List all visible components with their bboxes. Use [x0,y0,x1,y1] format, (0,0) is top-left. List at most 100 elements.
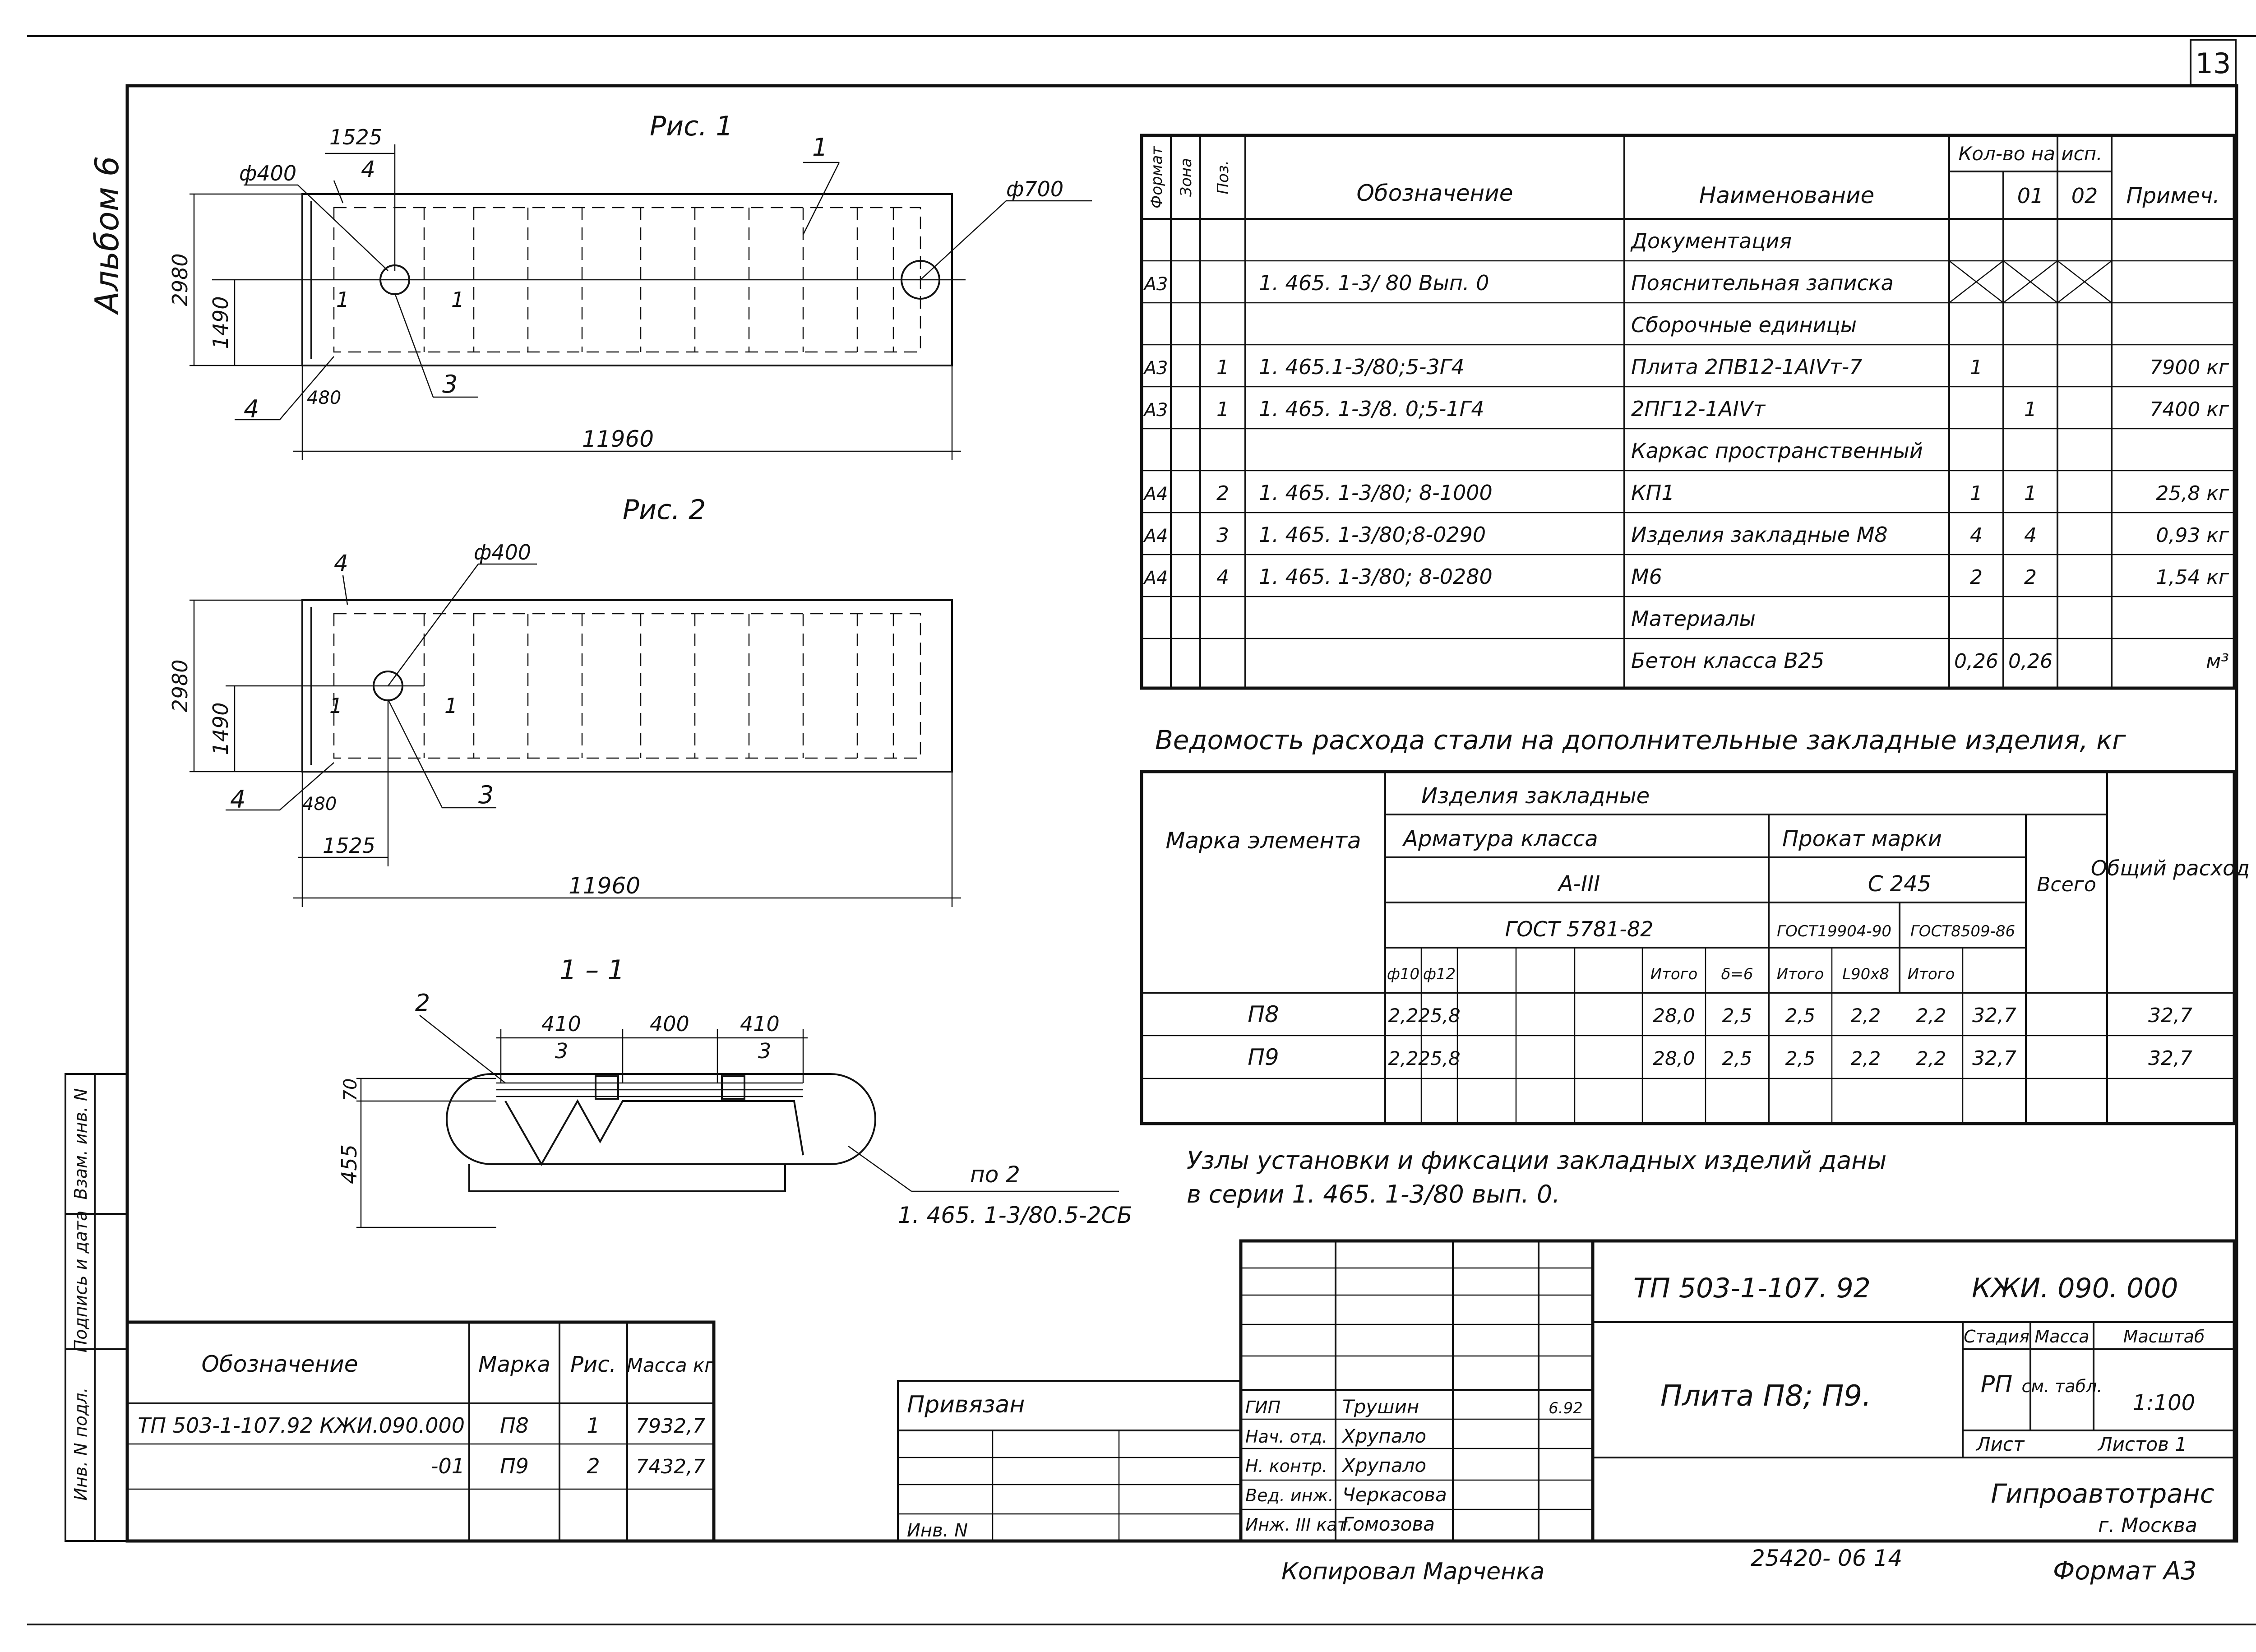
section-ref-line1: по 2 [970,1161,1020,1188]
sheet-number: 13 [2196,47,2231,80]
section-ref-line2: 1. 465. 1-3/80.5-2СБ [898,1202,1133,1228]
fig2-label-pos4-top: 4 [334,550,348,576]
fig2-title: Рис. 2 [623,494,706,526]
title-city: г. Москва [2098,1514,2197,1537]
spec-cell-designation: 1. 465. 1-3/80; 8-1000 [1259,481,1493,505]
spec-cell-qty-01: 0,26 [2008,650,2053,673]
spec-header-zone: Зона [1177,158,1195,197]
footer-copied: Копировал Марченка [1281,1558,1544,1585]
parts-cell-mass: 7432,7 [636,1455,705,1478]
title-org: Гипроавтотранс [1991,1478,2214,1509]
section-1-1: 1 – 1 410 400 410 3 3 2 70 455 по 2 1. 4… [337,954,1133,1228]
spec-cell-note: 0,93 кг [2156,524,2229,547]
spec-cell-name: Изделия закладные М8 [1631,523,1888,547]
spec-cell-format: А4 [1143,568,1168,588]
parts-cell-mark: П9 [500,1454,529,1478]
steel-cell-c2: 25,8 [1418,1004,1461,1027]
spec-cell-qty-base: 4 [1970,524,1983,547]
fig2-section-mark-right: 1 [444,694,458,718]
spec-cell-designation: 1. 465.1-3/80;5-3Г4 [1259,355,1465,379]
spec-cell-qty-base: 1 [1970,356,1983,379]
spec-cell-designation: 1. 465. 1-3/80;8-0290 [1259,523,1486,547]
spec-cell-qty-base: 1 [1970,482,1983,505]
fig1-label-pos3: 3 [442,370,458,398]
title-product: Плита П8; П9. [1660,1379,1871,1413]
steel-subheader-c6: Итого [1650,965,1698,983]
spec-cell-note: м³ [2206,650,2229,673]
spec-cell-name: Бетон класса В25 [1631,648,1824,673]
spec-cell-qty-01: 4 [2024,524,2037,547]
side-stamp-inv: Инв. N подл. [71,1387,91,1500]
fig1-label-pos4-top: 4 [361,156,375,182]
section-dim-410-right: 410 [740,1012,780,1036]
spec-cell-qty-01: 2 [2024,566,2037,589]
spec-cell-pos: 4 [1216,566,1229,589]
fig1-section-mark-left: 1 [336,287,349,312]
spec-cell-qty-base: 2 [1970,566,1983,589]
spec-cell-pos: 2 [1216,482,1229,505]
spec-cell-note: 7900 кг [2150,356,2229,379]
spec-cell-format: А3 [1143,358,1168,379]
note-line2: в серии 1. 465. 1-3/80 вып. 0. [1187,1180,1560,1208]
parts-cell-designation: -01 [431,1454,465,1478]
fig1-title: Рис. 1 [650,111,733,142]
parts-header-fig: Рис. [570,1352,616,1377]
spec-header-pos: Поз. [1214,160,1232,194]
steel-cell-c7: 2,5 [1722,1047,1752,1069]
staff-date: 6.92 [1549,1399,1583,1417]
figure-1: Рис. 1 1 1 1525 ф400 4 1 [168,111,1092,460]
staff-role: Нач. отд. [1245,1427,1327,1447]
steel-header-rolled-grade: С 245 [1868,871,1931,897]
steel-header-gost2: ГОСТ8509-86 [1910,922,2015,940]
spec-header-q01: 01 [2017,184,2044,208]
staff-role: Н. контр. [1245,1456,1327,1476]
spec-cell-pos: 1 [1216,398,1229,421]
spec-cell-format: А3 [1143,400,1168,421]
steel-cell-c1: 2,2 [1388,1004,1419,1027]
steel-cell-c6: 28,0 [1653,1004,1695,1027]
side-stamp-replace: Взам. инв. N [71,1088,91,1200]
spec-cell-name: Плита 2ПВ12-1АIVт-7 [1631,355,1862,379]
spec-header-q02: 02 [2071,184,2098,208]
spec-cell-name: М6 [1631,565,1662,589]
spec-cell-pos: 1 [1216,356,1229,379]
spec-cell-name: Сборочные единицы [1631,313,1857,337]
spec-cell-name: КП1 [1631,481,1675,505]
title-code: КЖИ. 090. 000 [1972,1273,2178,1304]
staff-name: Хрупало [1341,1425,1426,1447]
spec-header-name: Наименование [1699,182,1875,208]
spec-cell-qty-01: 1 [2024,482,2037,505]
section-title: 1 – 1 [559,954,625,986]
side-stamp-sign: Подпись и дата [71,1211,91,1353]
parts-table: Обозначение Марка Рис. Масса кг ТП 503-1… [125,1320,716,1543]
fig1-dim-480: 480 [307,388,341,408]
steel-header-rebar-gost: ГОСТ 5781-82 [1505,917,1654,941]
steel-cell-c7: 2,5 [1722,1004,1752,1027]
spec-cell-qty-01: 1 [2024,398,2037,421]
section-dim-400: 400 [650,1012,689,1036]
parts-cell-mass: 7932,7 [636,1415,705,1438]
steel-cell-c10: 2,2 [1916,1004,1946,1027]
tie-label: Привязан [907,1391,1025,1418]
fig1-label-d700: ф700 [1006,177,1063,201]
title-scale: 1:100 [2133,1390,2195,1416]
section-dim-455: 455 [337,1144,361,1184]
steel-cell-c9: 2,2 [1851,1047,1881,1069]
spec-cell-designation: 1. 465. 1-3/80; 8-0280 [1259,565,1493,589]
parts-cell-mark: П8 [500,1413,529,1438]
title-project: ТП 503-1-107. 92 [1633,1273,1871,1304]
fig2-label-d400: ф400 [474,540,531,565]
figure-2: Рис. 2 1 1 4 ф400 2980 1490 4 480 3 [168,494,961,907]
steel-cell-c10: 2,2 [1916,1047,1946,1069]
fig2-label-pos4-bottom: 4 [230,785,245,814]
spec-cell-name: Документация [1630,229,1792,253]
steel-cell-c1: 2,2 [1388,1047,1419,1069]
staff-name: Хрупало [1341,1454,1426,1476]
spec-cell-name: Каркас пространственный [1631,439,1923,463]
parts-header-designation: Обозначение [202,1351,358,1377]
spec-cell-name: Пояснительная записка [1631,271,1894,295]
spec-cell-qty-base: 0,26 [1954,650,1998,673]
steel-cell-c8: 2,5 [1785,1004,1816,1027]
